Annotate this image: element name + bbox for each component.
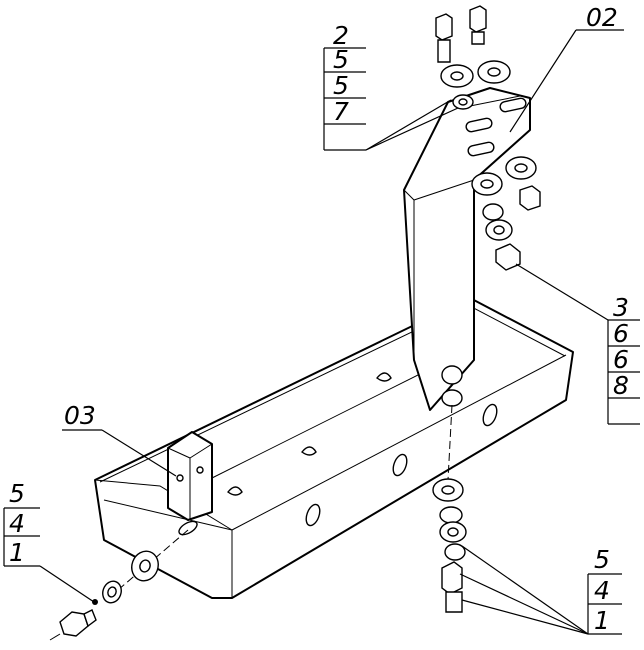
stack-right-bottom: 5 4 1	[459, 545, 622, 635]
stack-left-bottom-3: 1	[9, 538, 25, 567]
stack-top-left-1: 2	[333, 21, 349, 50]
tray-body	[94, 297, 574, 599]
bottom-fasteners	[432, 365, 467, 613]
leader-02: 02	[509, 3, 624, 133]
stack-right-bottom-1: 5	[594, 545, 610, 574]
stack-top-left-4: 7	[333, 97, 349, 126]
leader-03: 03	[62, 401, 177, 477]
stack-top-left-3: 5	[333, 71, 349, 100]
stack-left-bottom: 5 4 1	[3, 479, 95, 603]
stack-right-bottom-2: 4	[594, 576, 610, 605]
stack-right-mid-4: 8	[613, 371, 629, 400]
stack-right-mid: 3 6 6 8	[515, 263, 640, 425]
stack-right-mid-1: 3	[613, 293, 629, 322]
bracket-body	[403, 87, 531, 411]
label-02: 02	[586, 3, 618, 32]
stack-top-left: 2 5 5 7	[323, 21, 459, 151]
stack-left-bottom-1: 5	[9, 479, 25, 508]
stack-right-mid-2: 6	[613, 319, 629, 348]
stack-right-bottom-3: 1	[594, 606, 610, 635]
stack-top-left-2: 5	[333, 45, 349, 74]
stack-left-bottom-2: 4	[9, 509, 25, 538]
label-03: 03	[64, 401, 96, 430]
left-fasteners	[49, 529, 189, 641]
stack-right-mid-3: 6	[613, 345, 629, 374]
top-fasteners	[435, 5, 541, 271]
